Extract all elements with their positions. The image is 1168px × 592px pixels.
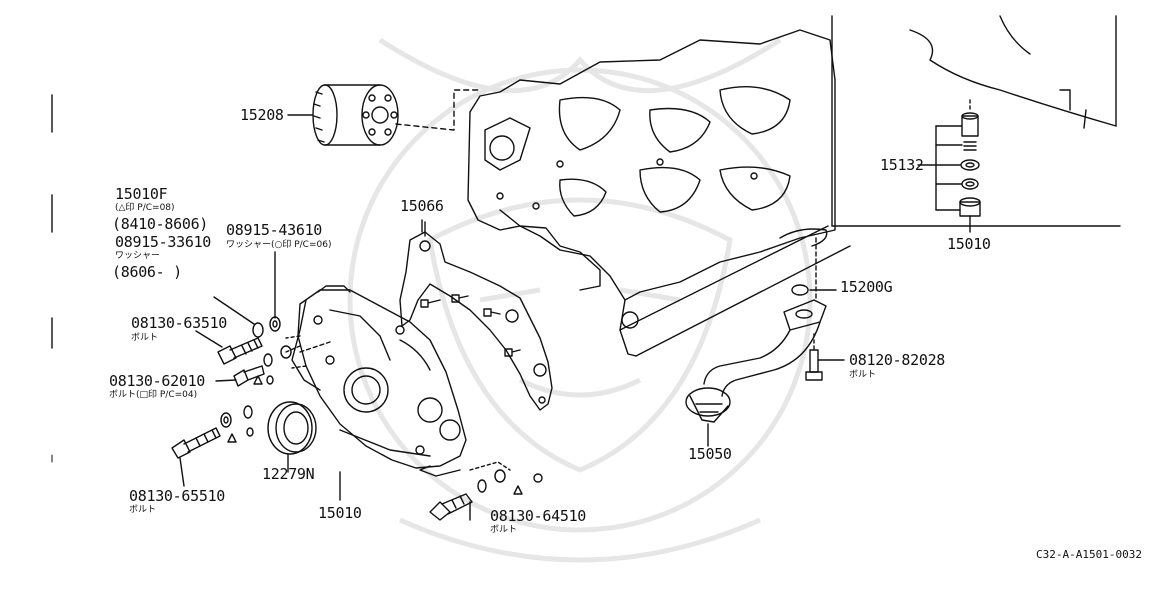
leader-lines xyxy=(195,251,341,501)
inset-frame xyxy=(831,15,1121,227)
label-15200g: 15200G xyxy=(840,278,893,296)
label-08130-65510-name: ボルト xyxy=(129,505,157,515)
gasket-15066 xyxy=(399,221,553,411)
label-15010f: 15010F xyxy=(115,185,168,203)
oil-pump-body-15010 xyxy=(285,285,467,477)
label-08915-43610-note: ワッシャー(○印 P/C=06) xyxy=(226,240,332,250)
filter-leader-dashed xyxy=(395,89,479,131)
washers-upper xyxy=(220,316,331,443)
label-08130-63510: 08130-63510 xyxy=(131,314,228,332)
relief-valve-15132 xyxy=(909,15,1117,233)
label-08130-63510-name: ボルト xyxy=(131,333,159,343)
label-08130-62010-note: ボルト(□印 P/C=04) xyxy=(109,390,198,400)
label-08130-64510-name: ボルト xyxy=(490,525,518,535)
oil-strainer-15050 xyxy=(685,237,837,445)
label-08120-82028: 08120-82028 xyxy=(849,351,946,369)
label-08120-82028-name: ボルト xyxy=(849,370,877,380)
label-15010f-range: (8410-8606) xyxy=(112,215,209,233)
label-08915-33610-range: (8606- ) xyxy=(112,263,182,281)
bolt-08130-65510 xyxy=(171,427,221,487)
label-12279n: 12279N xyxy=(262,465,315,483)
label-15066: 15066 xyxy=(400,197,444,215)
label-15208: 15208 xyxy=(240,106,284,124)
oil-filter-15208 xyxy=(287,84,399,146)
oil-seal-12279n xyxy=(267,401,317,473)
label-08130-64510: 08130-64510 xyxy=(490,507,587,525)
label-08915-43610: 08915-43610 xyxy=(226,221,323,239)
label-15010-inset: 15010 xyxy=(947,235,991,253)
label-15010f-note: (△印 P/C=08) xyxy=(115,203,175,213)
label-08130-65510: 08130-65510 xyxy=(129,487,226,505)
label-08130-62010: 08130-62010 xyxy=(109,372,206,390)
bolt-08130-64510 xyxy=(429,461,543,521)
label-08915-33610: 08915-33610 xyxy=(115,233,212,251)
label-15010-lower: 15010 xyxy=(318,504,362,522)
bolt-08130-62010 xyxy=(233,365,265,387)
label-15050: 15050 xyxy=(688,445,732,463)
bolt-08130-63510 xyxy=(217,337,263,365)
diagram-code: C32-A-A1501-0032 xyxy=(1036,548,1142,561)
label-15132: 15132 xyxy=(880,156,924,174)
watermark-emblem xyxy=(347,37,813,563)
bolt-08120-82028 xyxy=(805,333,845,381)
label-08915-33610-name: ワッシャー xyxy=(115,251,161,261)
leader-lines-right xyxy=(421,219,709,447)
